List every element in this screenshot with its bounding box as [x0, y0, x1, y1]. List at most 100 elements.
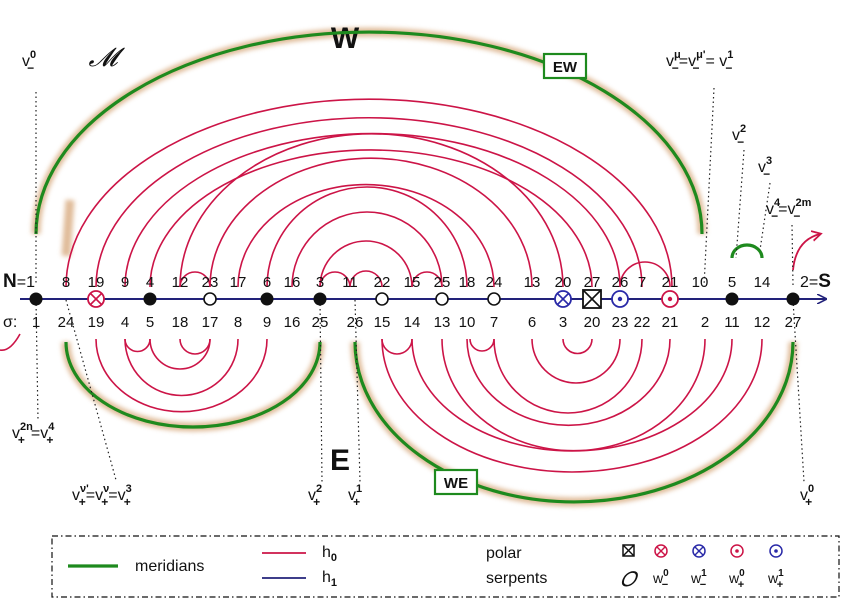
box-WE-label: WE	[444, 475, 468, 492]
sigma-number: 5	[146, 314, 154, 331]
sigma-number: 24	[58, 314, 75, 331]
h0-arc	[349, 270, 383, 288]
h0-arc	[381, 338, 763, 473]
filled-vertex	[260, 292, 274, 306]
top-number: 13	[524, 274, 541, 291]
legend-w-minus-0-symbol	[654, 544, 668, 558]
sigma-number: 19	[88, 314, 105, 331]
open-vertex	[203, 292, 217, 306]
leader-v-minus-4	[791, 224, 794, 286]
h0-arc	[209, 157, 533, 288]
top-number: 22	[374, 274, 391, 291]
label-v-plus-1: v1+	[348, 483, 362, 509]
label-v-minus-0: v0−	[22, 49, 36, 75]
label-v-plus-0: v0+	[800, 483, 814, 509]
sigma-number: 9	[263, 314, 271, 331]
legend-w-plus-1-symbol	[769, 544, 783, 558]
top-number: 14	[754, 274, 771, 291]
meridian-small-cap	[730, 243, 764, 259]
endpoint-S: 2=S	[800, 271, 831, 292]
h0-arc	[319, 240, 413, 288]
w-plus-1-marker-dot	[617, 296, 623, 302]
h0-arc	[531, 338, 621, 384]
h0-arc	[149, 149, 593, 288]
leader-v-plus-2	[319, 299, 323, 483]
top-number: 12	[172, 274, 189, 291]
polar-glow-layer	[31, 27, 798, 507]
lower-arcs	[95, 338, 763, 473]
sigma-number: 11	[724, 314, 740, 331]
h0-arc	[179, 338, 211, 355]
sigma-number: 2	[701, 314, 709, 331]
region-label-M: 𝓜	[88, 42, 125, 72]
leader-v-plus-2n	[35, 299, 39, 421]
left-hook	[0, 333, 21, 351]
legend-frame	[51, 535, 840, 598]
top-number: 8	[62, 274, 70, 291]
h0-arc	[124, 338, 239, 397]
h0-arc	[179, 271, 211, 288]
legend-meridians-label: meridians	[135, 558, 204, 575]
box-WE: WE	[433, 468, 479, 496]
origin-marker-stroke	[582, 289, 602, 309]
h0-arc	[291, 211, 443, 288]
sigma-number: 8	[234, 314, 242, 331]
h0-arc	[319, 271, 351, 288]
open-vertex	[435, 292, 449, 306]
label-v-minus-2: v2−	[732, 123, 746, 149]
endpoint-N-name: N	[3, 271, 17, 292]
h0-arc	[95, 338, 268, 413]
meridian-E-left	[64, 341, 322, 429]
legend-w-minus-0-label: w0−	[652, 568, 669, 591]
w-plus-0-marker-dot	[667, 296, 673, 302]
h0-arc	[179, 133, 564, 288]
filled-vertex	[725, 292, 739, 306]
sigma-number: 17	[202, 314, 219, 331]
polar-stub-left	[61, 199, 75, 257]
h0-arc	[466, 338, 671, 427]
top-number: 9	[121, 274, 129, 291]
h0-arc	[266, 186, 468, 288]
upper-arcs	[65, 98, 673, 288]
legend-w-minus-1-label: w1−	[690, 568, 707, 591]
top-number: 23	[202, 274, 219, 291]
region-label-E: E	[330, 444, 350, 477]
legend: meridians h0 h1 polar serpents 𝑂 w0− w1−	[51, 535, 840, 598]
label-v-mu: vμ−=vμ'−= v1−	[666, 49, 733, 75]
sigma-number: 20	[584, 314, 601, 331]
filled-vertex	[786, 292, 800, 306]
sigma-number: 18	[172, 314, 189, 331]
vertex-labels: v0− vμ−=vμ'−= v1− v2− v3− v4−=v2m− v2n+=…	[12, 49, 814, 509]
label-v-plus-nu: vν'+=vν+=v3+	[72, 483, 132, 509]
endpoint-S-name: S	[818, 271, 831, 292]
sigma-number: 4	[121, 314, 129, 331]
sigma-number: 7	[490, 314, 498, 331]
top-number: 27	[584, 274, 601, 291]
label-v-minus-3: v3−	[758, 155, 772, 181]
endpoint-S-eq: 2=	[800, 274, 818, 291]
label-v-minus-4: v4−=v2m−	[766, 197, 812, 223]
sigma-number: 3	[559, 314, 567, 331]
sigma-number: 1	[32, 314, 40, 331]
sigma-number: 23	[612, 314, 629, 331]
filled-vertex	[29, 292, 43, 306]
h0-arc	[562, 338, 593, 355]
w-minus-0-marker-stroke	[89, 292, 103, 306]
top-number: 16	[284, 274, 301, 291]
sigma-number: 15	[374, 314, 391, 331]
h0-arc	[493, 338, 643, 414]
h0-arc	[95, 116, 643, 288]
sigma-number: 10	[459, 314, 476, 331]
box-EW-label: EW	[553, 59, 578, 76]
sigma-number: 6	[528, 314, 536, 331]
open-vertex	[487, 292, 501, 306]
leader-v-minus-2	[735, 149, 745, 259]
top-number: 7	[638, 274, 646, 291]
label-v-plus-2: v2+	[308, 483, 322, 509]
leader-v-plus-1	[354, 299, 361, 483]
axis-markers	[29, 289, 800, 309]
filled-vertex	[143, 292, 157, 306]
w-minus-1-marker-stroke	[556, 292, 570, 306]
